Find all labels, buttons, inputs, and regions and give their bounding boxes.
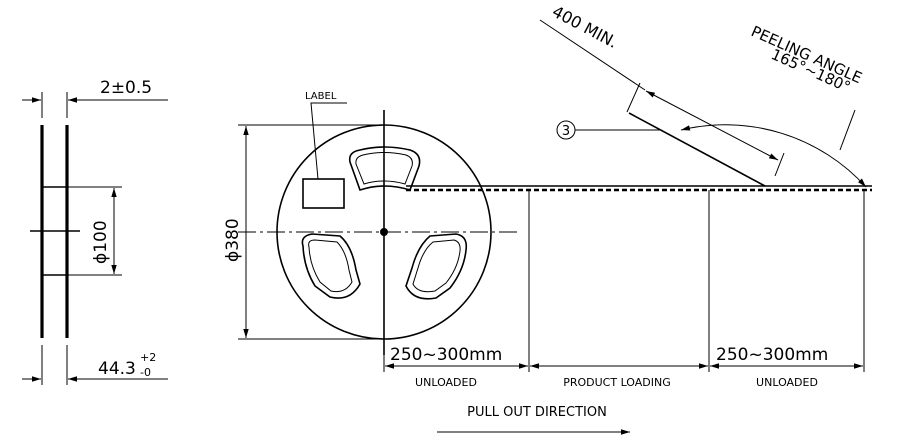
reel-window-left [301,233,361,299]
front-view: LABEL ϕ380 [223,91,520,355]
width-tol-lower: -0 [140,366,151,379]
leader-length-dim: 400 MIN. [549,2,621,52]
segment-right-length: 250~300mm [716,345,828,365]
side-view: 2±0.5 ϕ100 44.3 +2 -0 [22,78,168,385]
cover-tape [628,112,766,187]
label-tag: LABEL [305,91,337,102]
label-box [302,178,345,209]
width-main-dim: 44.3 [98,359,136,379]
reel-diameter-dim: ϕ380 [223,218,243,262]
leader-ext-2 [774,152,785,177]
segment-left-length: 250~300mm [390,345,502,365]
segment-right-caption: UNLOADED [756,376,818,389]
angle-leader [839,109,856,151]
direction-caption: PULL OUT DIRECTION [467,405,607,420]
label-leader [310,102,347,180]
width-tol-upper: +2 [140,351,156,364]
segment-middle-caption: PRODUCT LOADING [563,376,671,389]
reel-window-right [405,233,468,300]
tape-assembly: 400 MIN. 3 PEELING ANGLE 165°~180° 250~3… [383,2,872,435]
flange-gap-dim: 2±0.5 [100,78,152,98]
peeling-angle-arc [680,124,867,188]
segment-left-caption: UNLOADED [415,376,477,389]
leader-line-extension [539,19,646,91]
callout-number: 3 [562,124,570,139]
reel-window-top [348,146,421,192]
leader-ext-1 [626,82,641,113]
hub-diameter-dim: ϕ100 [91,220,111,264]
